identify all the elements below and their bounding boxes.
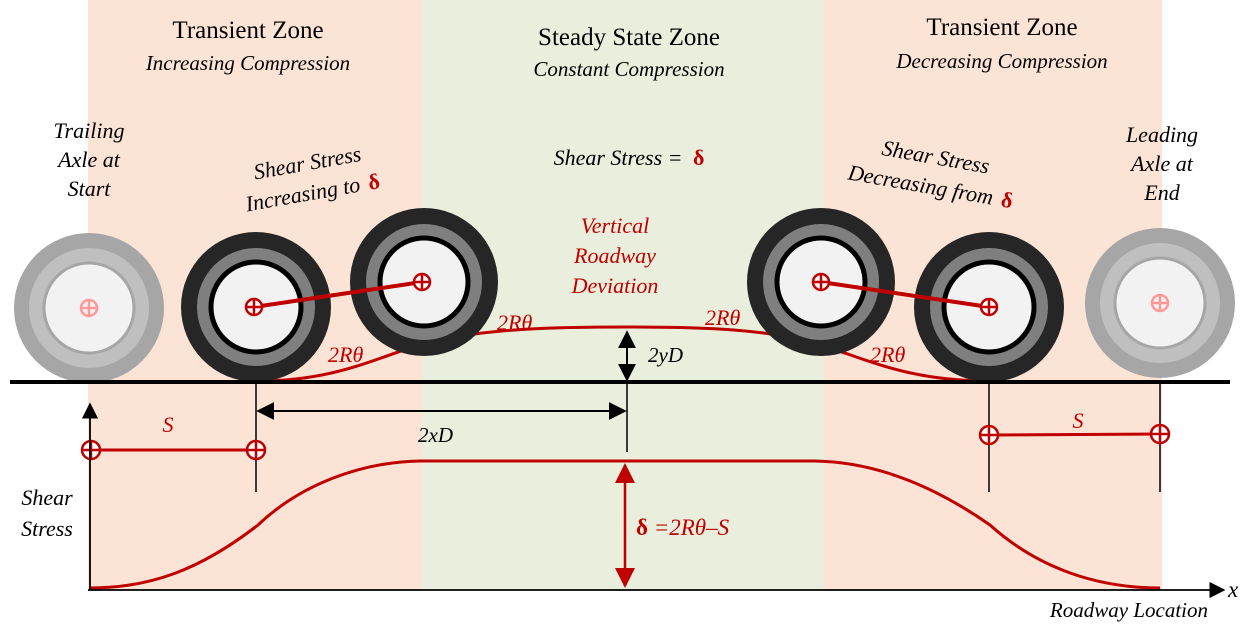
delta-formula-symbol: δ bbox=[636, 515, 648, 540]
axle-marker-left-1 bbox=[244, 297, 264, 317]
arc-label-left-high: 2Rθ bbox=[497, 310, 532, 335]
spacing-marker-left-2 bbox=[245, 439, 267, 461]
trailing-axle-label: Trailing Axle at Start bbox=[54, 118, 125, 201]
spacing-label-right: S bbox=[1073, 408, 1084, 433]
delta-formula: =2Rθ–S bbox=[654, 515, 730, 540]
zone-left-title: Transient Zone bbox=[172, 17, 323, 44]
y-axis-label-line-2: Stress bbox=[21, 516, 73, 541]
shear-center-label: Shear Stress = bbox=[554, 145, 683, 170]
trailing-axle-line-3: Start bbox=[68, 176, 112, 201]
zone-right-subtitle: Decreasing Compression bbox=[895, 49, 1107, 73]
zone-center-title: Steady State Zone bbox=[538, 24, 720, 51]
spacing-marker-left-1 bbox=[80, 439, 102, 461]
shear-right-delta: δ bbox=[999, 187, 1015, 214]
y-axis-label: Shear Stress bbox=[21, 485, 73, 541]
zone-right-title: Transient Zone bbox=[926, 14, 1077, 41]
leading-axle-label: Leading Axle at End bbox=[1125, 122, 1198, 205]
arc-label-right-low: 2Rθ bbox=[870, 342, 905, 367]
height-label: 2yD bbox=[648, 343, 683, 367]
vertical-deviation-line-3: Deviation bbox=[571, 273, 659, 298]
svg-text:δ =2Rθ–S: δ =2Rθ–S bbox=[636, 515, 730, 540]
y-axis-label-line-1: Shear bbox=[21, 485, 73, 510]
zone-left-subtitle: Increasing Compression bbox=[145, 51, 350, 75]
spacing-bar-right bbox=[988, 432, 1161, 437]
vertical-deviation-line-1: Vertical bbox=[581, 213, 649, 238]
vertical-deviation-label: Vertical Roadway Deviation bbox=[571, 213, 659, 298]
spacing-label-left: S bbox=[163, 412, 174, 437]
wheel-trailing-start bbox=[14, 233, 164, 383]
axle-link-left bbox=[253, 280, 423, 309]
axle-link-right bbox=[820, 280, 990, 309]
axle-marker-right-2 bbox=[979, 297, 999, 317]
x-axis-label: Roadway Location bbox=[1049, 598, 1208, 622]
arc-label-left-low: 2Rθ bbox=[328, 342, 363, 367]
shear-left-delta: δ bbox=[366, 168, 382, 195]
shear-center-delta: δ bbox=[693, 145, 704, 170]
leading-axle-line-1: Leading bbox=[1125, 122, 1198, 147]
trailing-axle-line-1: Trailing bbox=[54, 118, 125, 143]
shear-stress-curve bbox=[89, 459, 1161, 590]
vertical-deviation-line-2: Roadway bbox=[573, 243, 656, 268]
x-axis-symbol: x bbox=[1227, 577, 1239, 602]
trailing-axle-line-2: Axle at bbox=[56, 147, 121, 172]
leading-axle-line-2: Axle at bbox=[1129, 151, 1194, 176]
wheel-leading-end bbox=[1085, 228, 1235, 378]
road-bump-curve bbox=[257, 325, 991, 383]
width-label: 2xD bbox=[418, 423, 453, 447]
leading-axle-line-3: End bbox=[1143, 180, 1180, 205]
axle-marker-left-2 bbox=[412, 272, 432, 292]
spacing-marker-right-2 bbox=[1149, 423, 1171, 445]
spacing-marker-right-1 bbox=[978, 424, 1000, 446]
axle-marker-right-1 bbox=[811, 272, 831, 292]
arc-label-right-high: 2Rθ bbox=[705, 305, 740, 330]
zone-center-subtitle: Constant Compression bbox=[533, 57, 724, 81]
svg-text:Shear Stress = δ: Shear Stress = δ bbox=[554, 145, 705, 170]
